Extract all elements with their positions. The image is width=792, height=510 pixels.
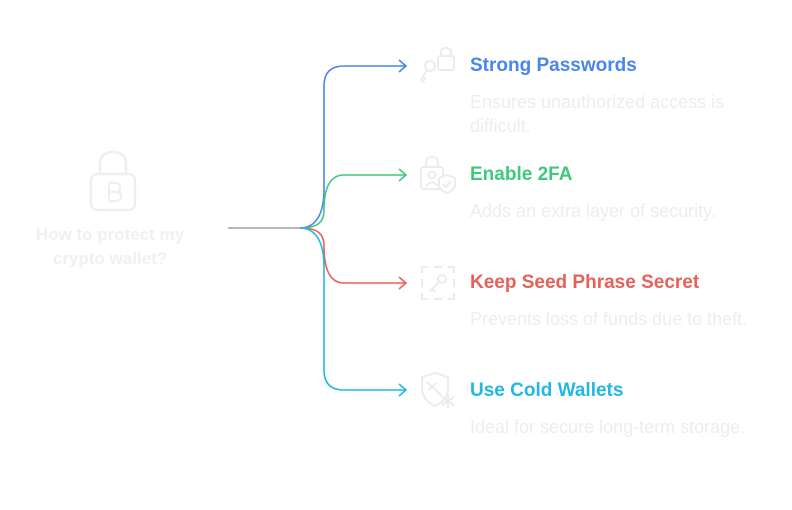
user-shield-icon bbox=[420, 155, 456, 195]
branch-desc-keep-seed-phrase-secret: Prevents loss of funds due to theft. bbox=[470, 309, 748, 329]
bitcoin-lock-icon bbox=[89, 150, 137, 212]
key-lock-icon bbox=[419, 46, 455, 84]
branch-title-keep-seed-phrase-secret: Keep Seed Phrase Secret bbox=[470, 272, 700, 293]
connector-enable-2fa bbox=[299, 174, 406, 229]
secret-frame-icon bbox=[421, 266, 455, 300]
arrowhead-use-cold-wallets bbox=[398, 383, 408, 397]
connector-keep-seed-phrase-secret bbox=[299, 227, 406, 284]
branch-title-strong-passwords: Strong Passwords bbox=[470, 55, 637, 76]
snowflake-shield-icon bbox=[421, 371, 455, 408]
arrowhead-keep-seed-phrase-secret bbox=[398, 276, 408, 290]
branch-desc-strong-passwords: Ensures unauthorized access is difficult… bbox=[470, 92, 725, 136]
branch-desc-use-cold-wallets: Ideal for secure long-term storage. bbox=[470, 417, 746, 437]
arrowhead-enable-2fa bbox=[398, 168, 408, 182]
connector-strong-passwords bbox=[299, 65, 406, 229]
branch-title-use-cold-wallets: Use Cold Wallets bbox=[470, 380, 624, 401]
branch-desc-enable-2fa: Adds an extra layer of security. bbox=[470, 201, 716, 221]
branch-title-enable-2fa: Enable 2FA bbox=[470, 164, 573, 185]
arrowhead-strong-passwords bbox=[398, 59, 408, 73]
root-topic-label: How to protect my crypto wallet? bbox=[35, 225, 185, 268]
connector-use-cold-wallets bbox=[299, 227, 406, 391]
